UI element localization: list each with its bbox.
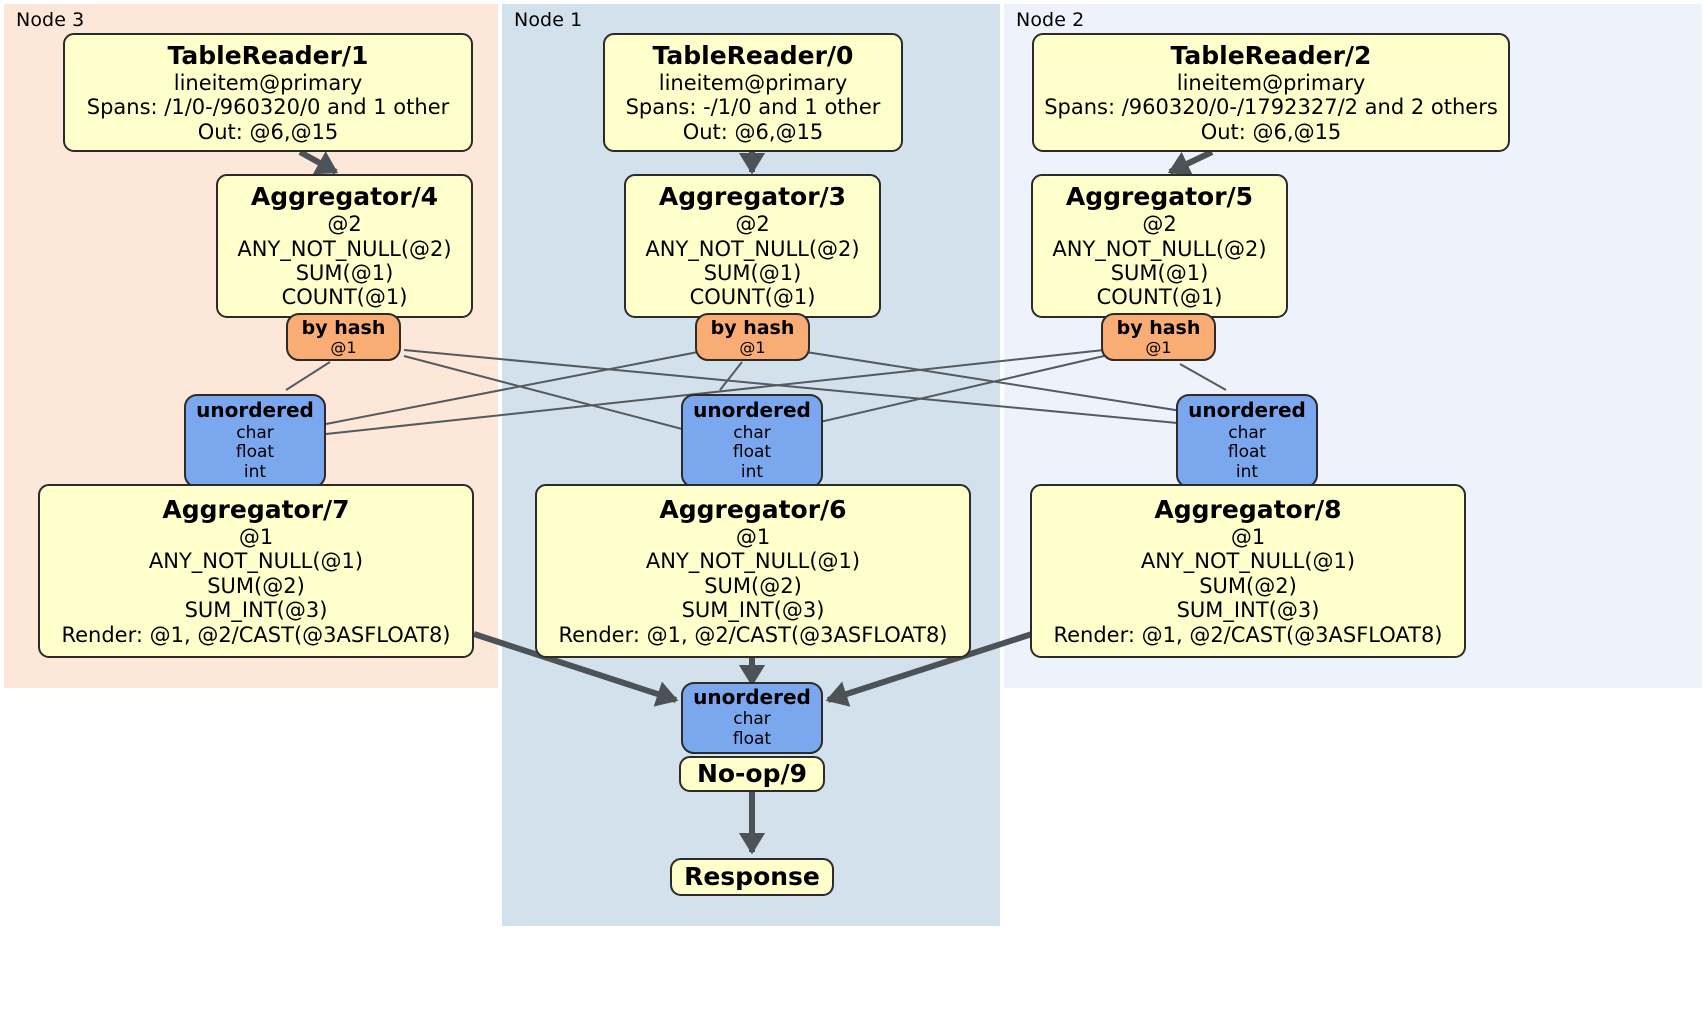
node-title: Aggregator/4 xyxy=(250,182,439,212)
node-detail-line: lineitem@primary xyxy=(658,70,848,95)
cluster-label-node-1: Node 1 xyxy=(514,9,583,31)
node-title: TableReader/0 xyxy=(652,40,854,70)
node-detail-line: @2 xyxy=(327,212,362,237)
router-detail-line: @1 xyxy=(739,337,766,357)
synchronizer-type: int xyxy=(1235,461,1259,482)
node-aggregator-6[interactable]: Aggregator/6 @1 ANY_NOT_NULL(@1) SUM(@2)… xyxy=(535,484,971,658)
cluster-label-node-3: Node 3 xyxy=(16,9,85,31)
node-detail-line: @1 xyxy=(238,525,274,550)
cluster-label-node-2: Node 2 xyxy=(1016,9,1085,31)
node-title: Aggregator/3 xyxy=(658,182,847,212)
node-detail-line: Out: @6,@15 xyxy=(1200,119,1342,144)
node-detail-line: ANY_NOT_NULL(@2) xyxy=(237,236,452,261)
synchronizer-type: float xyxy=(732,729,772,750)
synchronizer-type: char xyxy=(236,422,274,443)
node-detail-line: ANY_NOT_NULL(@1) xyxy=(645,549,861,574)
node-detail-line: ANY_NOT_NULL(@2) xyxy=(645,236,860,261)
node-detail-line: Spans: /960320/0-/1792327/2 and 2 others xyxy=(1044,95,1498,120)
synchronizer-type: char xyxy=(1228,422,1266,443)
node-detail-line: @2 xyxy=(1142,212,1177,237)
node-aggregator-7[interactable]: Aggregator/7 @1 ANY_NOT_NULL(@1) SUM(@2)… xyxy=(38,484,474,658)
synchronizer-title: unordered xyxy=(693,398,811,423)
node-title: Aggregator/5 xyxy=(1065,182,1254,212)
node-table-reader-2[interactable]: TableReader/2 lineitem@primary Spans: /9… xyxy=(1032,33,1510,152)
router-title: by hash xyxy=(710,316,795,339)
router-by-hash-left[interactable]: by hash @1 xyxy=(286,313,401,361)
node-title: Aggregator/7 xyxy=(162,495,350,525)
node-aggregator-5[interactable]: Aggregator/5 @2 ANY_NOT_NULL(@2) SUM(@1)… xyxy=(1031,174,1288,318)
node-detail-line: ANY_NOT_NULL(@1) xyxy=(1140,549,1356,574)
node-detail-line: SUM(@2) xyxy=(1199,573,1297,598)
node-title: Aggregator/6 xyxy=(659,495,847,525)
node-no-op-9[interactable]: No-op/9 xyxy=(679,756,825,792)
router-detail-line: @1 xyxy=(1145,337,1172,357)
node-detail-line: @2 xyxy=(735,212,770,237)
router-detail-line: @1 xyxy=(330,337,357,357)
node-title: TableReader/2 xyxy=(1170,40,1372,70)
node-detail-line: ANY_NOT_NULL(@2) xyxy=(1052,236,1267,261)
node-table-reader-0[interactable]: TableReader/0 lineitem@primary Spans: -/… xyxy=(603,33,903,152)
router-by-hash-center[interactable]: by hash @1 xyxy=(695,313,810,361)
node-detail-line: @1 xyxy=(1230,525,1266,550)
synchronizer-type: char xyxy=(733,422,771,443)
node-detail-line: SUM(@2) xyxy=(207,573,305,598)
node-detail-line: lineitem@primary xyxy=(173,70,363,95)
node-detail-line: COUNT(@1) xyxy=(1096,285,1223,310)
node-aggregator-3[interactable]: Aggregator/3 @2 ANY_NOT_NULL(@2) SUM(@1)… xyxy=(624,174,881,318)
node-detail-line: Render: @1, @2/CAST(@3ASFLOAT8) xyxy=(61,622,451,647)
router-title: by hash xyxy=(301,316,386,339)
node-aggregator-4[interactable]: Aggregator/4 @2 ANY_NOT_NULL(@2) SUM(@1)… xyxy=(216,174,473,318)
node-detail-line: ANY_NOT_NULL(@1) xyxy=(148,549,364,574)
synchronizer-type: float xyxy=(235,442,275,463)
node-detail-line: Out: @6,@15 xyxy=(197,119,339,144)
node-detail-line: @1 xyxy=(735,525,771,550)
node-detail-line: SUM(@1) xyxy=(1110,261,1209,285)
synchronizer-unordered-right[interactable]: unordered char float int xyxy=(1176,394,1318,488)
router-title: by hash xyxy=(1116,316,1201,339)
node-aggregator-8[interactable]: Aggregator/8 @1 ANY_NOT_NULL(@1) SUM(@2)… xyxy=(1030,484,1466,658)
node-detail-line: COUNT(@1) xyxy=(281,285,408,310)
node-detail-line: Render: @1, @2/CAST(@3ASFLOAT8) xyxy=(1053,622,1443,647)
synchronizer-unordered-final[interactable]: unordered char float xyxy=(681,682,823,754)
node-detail-line: SUM(@2) xyxy=(704,573,802,598)
node-title: Response xyxy=(684,862,820,891)
node-title: TableReader/1 xyxy=(167,40,369,70)
node-detail-line: Out: @6,@15 xyxy=(682,119,824,144)
synchronizer-unordered-center[interactable]: unordered char float int xyxy=(681,394,823,488)
node-detail-line: COUNT(@1) xyxy=(689,285,816,310)
synchronizer-unordered-left[interactable]: unordered char float int xyxy=(184,394,326,488)
node-detail-line: SUM_INT(@3) xyxy=(1176,598,1320,623)
node-detail-line: lineitem@primary xyxy=(1176,70,1366,95)
node-response[interactable]: Response xyxy=(670,858,834,896)
node-detail-line: SUM_INT(@3) xyxy=(681,598,825,623)
node-detail-line: Spans: -/1/0 and 1 other xyxy=(625,95,881,120)
node-detail-line: Render: @1, @2/CAST(@3ASFLOAT8) xyxy=(558,622,948,647)
router-by-hash-right[interactable]: by hash @1 xyxy=(1101,313,1216,361)
node-title: Aggregator/8 xyxy=(1154,495,1342,525)
synchronizer-title: unordered xyxy=(693,685,811,710)
synchronizer-type: int xyxy=(243,461,267,482)
synchronizer-type: char xyxy=(733,709,771,730)
node-detail-line: SUM(@1) xyxy=(703,261,802,285)
node-detail-line: SUM(@1) xyxy=(295,261,394,285)
synchronizer-title: unordered xyxy=(1188,398,1306,423)
synchronizer-type: float xyxy=(1227,442,1267,463)
node-table-reader-1[interactable]: TableReader/1 lineitem@primary Spans: /1… xyxy=(63,33,473,152)
node-title: No-op/9 xyxy=(696,759,808,788)
synchronizer-title: unordered xyxy=(196,398,314,423)
synchronizer-type: int xyxy=(740,461,764,482)
synchronizer-type: float xyxy=(732,442,772,463)
node-detail-line: Spans: /1/0-/960320/0 and 1 other xyxy=(86,95,450,120)
node-detail-line: SUM_INT(@3) xyxy=(184,598,328,623)
